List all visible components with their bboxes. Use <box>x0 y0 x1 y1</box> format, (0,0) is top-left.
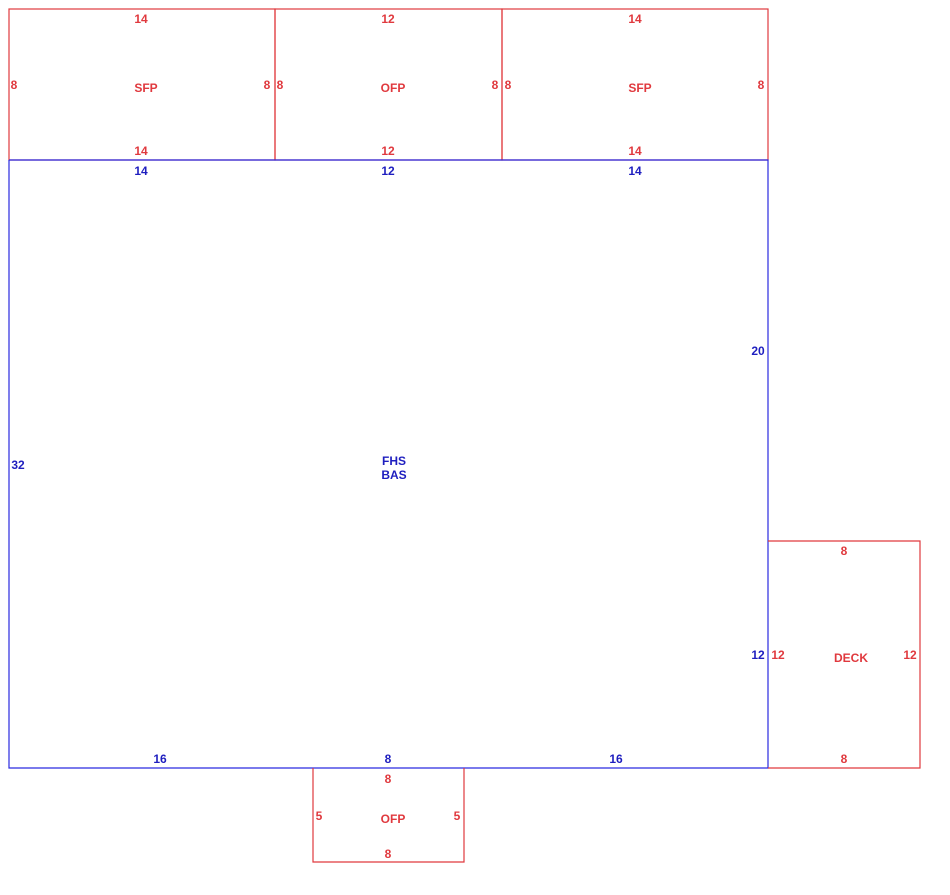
main-label-line1: FHS <box>382 454 406 468</box>
deck-left-dimension: 12 <box>771 648 785 662</box>
main-bottom-right-dimension: 16 <box>609 752 623 766</box>
ofp-top-right-dimension: 8 <box>492 78 499 92</box>
ofp-bottom-right-dimension: 5 <box>454 809 461 823</box>
ofp-top-label: OFP <box>381 81 406 95</box>
sfp-right-label: SFP <box>628 81 651 95</box>
sfp-right-top-dimension: 14 <box>628 12 642 26</box>
deck-bottom-dimension: 8 <box>841 752 848 766</box>
main-top-mid-dimension: 12 <box>381 164 395 178</box>
ofp-top-top-dimension: 12 <box>381 12 395 26</box>
ofp-bottom-bottom-dimension: 8 <box>385 847 392 861</box>
main-bottom-left-dimension: 16 <box>153 752 167 766</box>
sfp-right-left-dimension: 8 <box>505 78 512 92</box>
ofp-top-left-dimension: 8 <box>277 78 284 92</box>
sfp-left-bottom-dimension: 14 <box>134 144 148 158</box>
deck-outline <box>768 540 921 769</box>
main-top-left-dimension: 14 <box>134 164 148 178</box>
ofp-bottom-label: OFP <box>381 812 406 826</box>
sfp-right-right-dimension: 8 <box>758 78 765 92</box>
deck-top-dimension: 8 <box>841 544 848 558</box>
main-top-right-dimension: 14 <box>628 164 642 178</box>
sfp-left-top-dimension: 14 <box>134 12 148 26</box>
sfp-left-left-dimension: 8 <box>11 78 18 92</box>
sfp-right-bottom-dimension: 14 <box>628 144 642 158</box>
sfp-left-right-dimension: 8 <box>264 78 271 92</box>
ofp-bottom-top-dimension: 8 <box>385 772 392 786</box>
main-label-line2: BAS <box>381 468 406 482</box>
deck-label: DECK <box>834 651 868 665</box>
ofp-top-bottom-dimension: 12 <box>381 144 395 158</box>
main-bottom-mid-dimension: 8 <box>385 752 392 766</box>
deck-right-dimension: 12 <box>903 648 917 662</box>
ofp-bottom-outline <box>312 768 465 863</box>
ofp-bottom-left-dimension: 5 <box>316 809 323 823</box>
main-right-lower-dimension: 12 <box>751 648 765 662</box>
main-right-upper-dimension: 20 <box>751 344 765 358</box>
sfp-left-label: SFP <box>134 81 157 95</box>
main-left-dimension: 32 <box>11 458 25 472</box>
